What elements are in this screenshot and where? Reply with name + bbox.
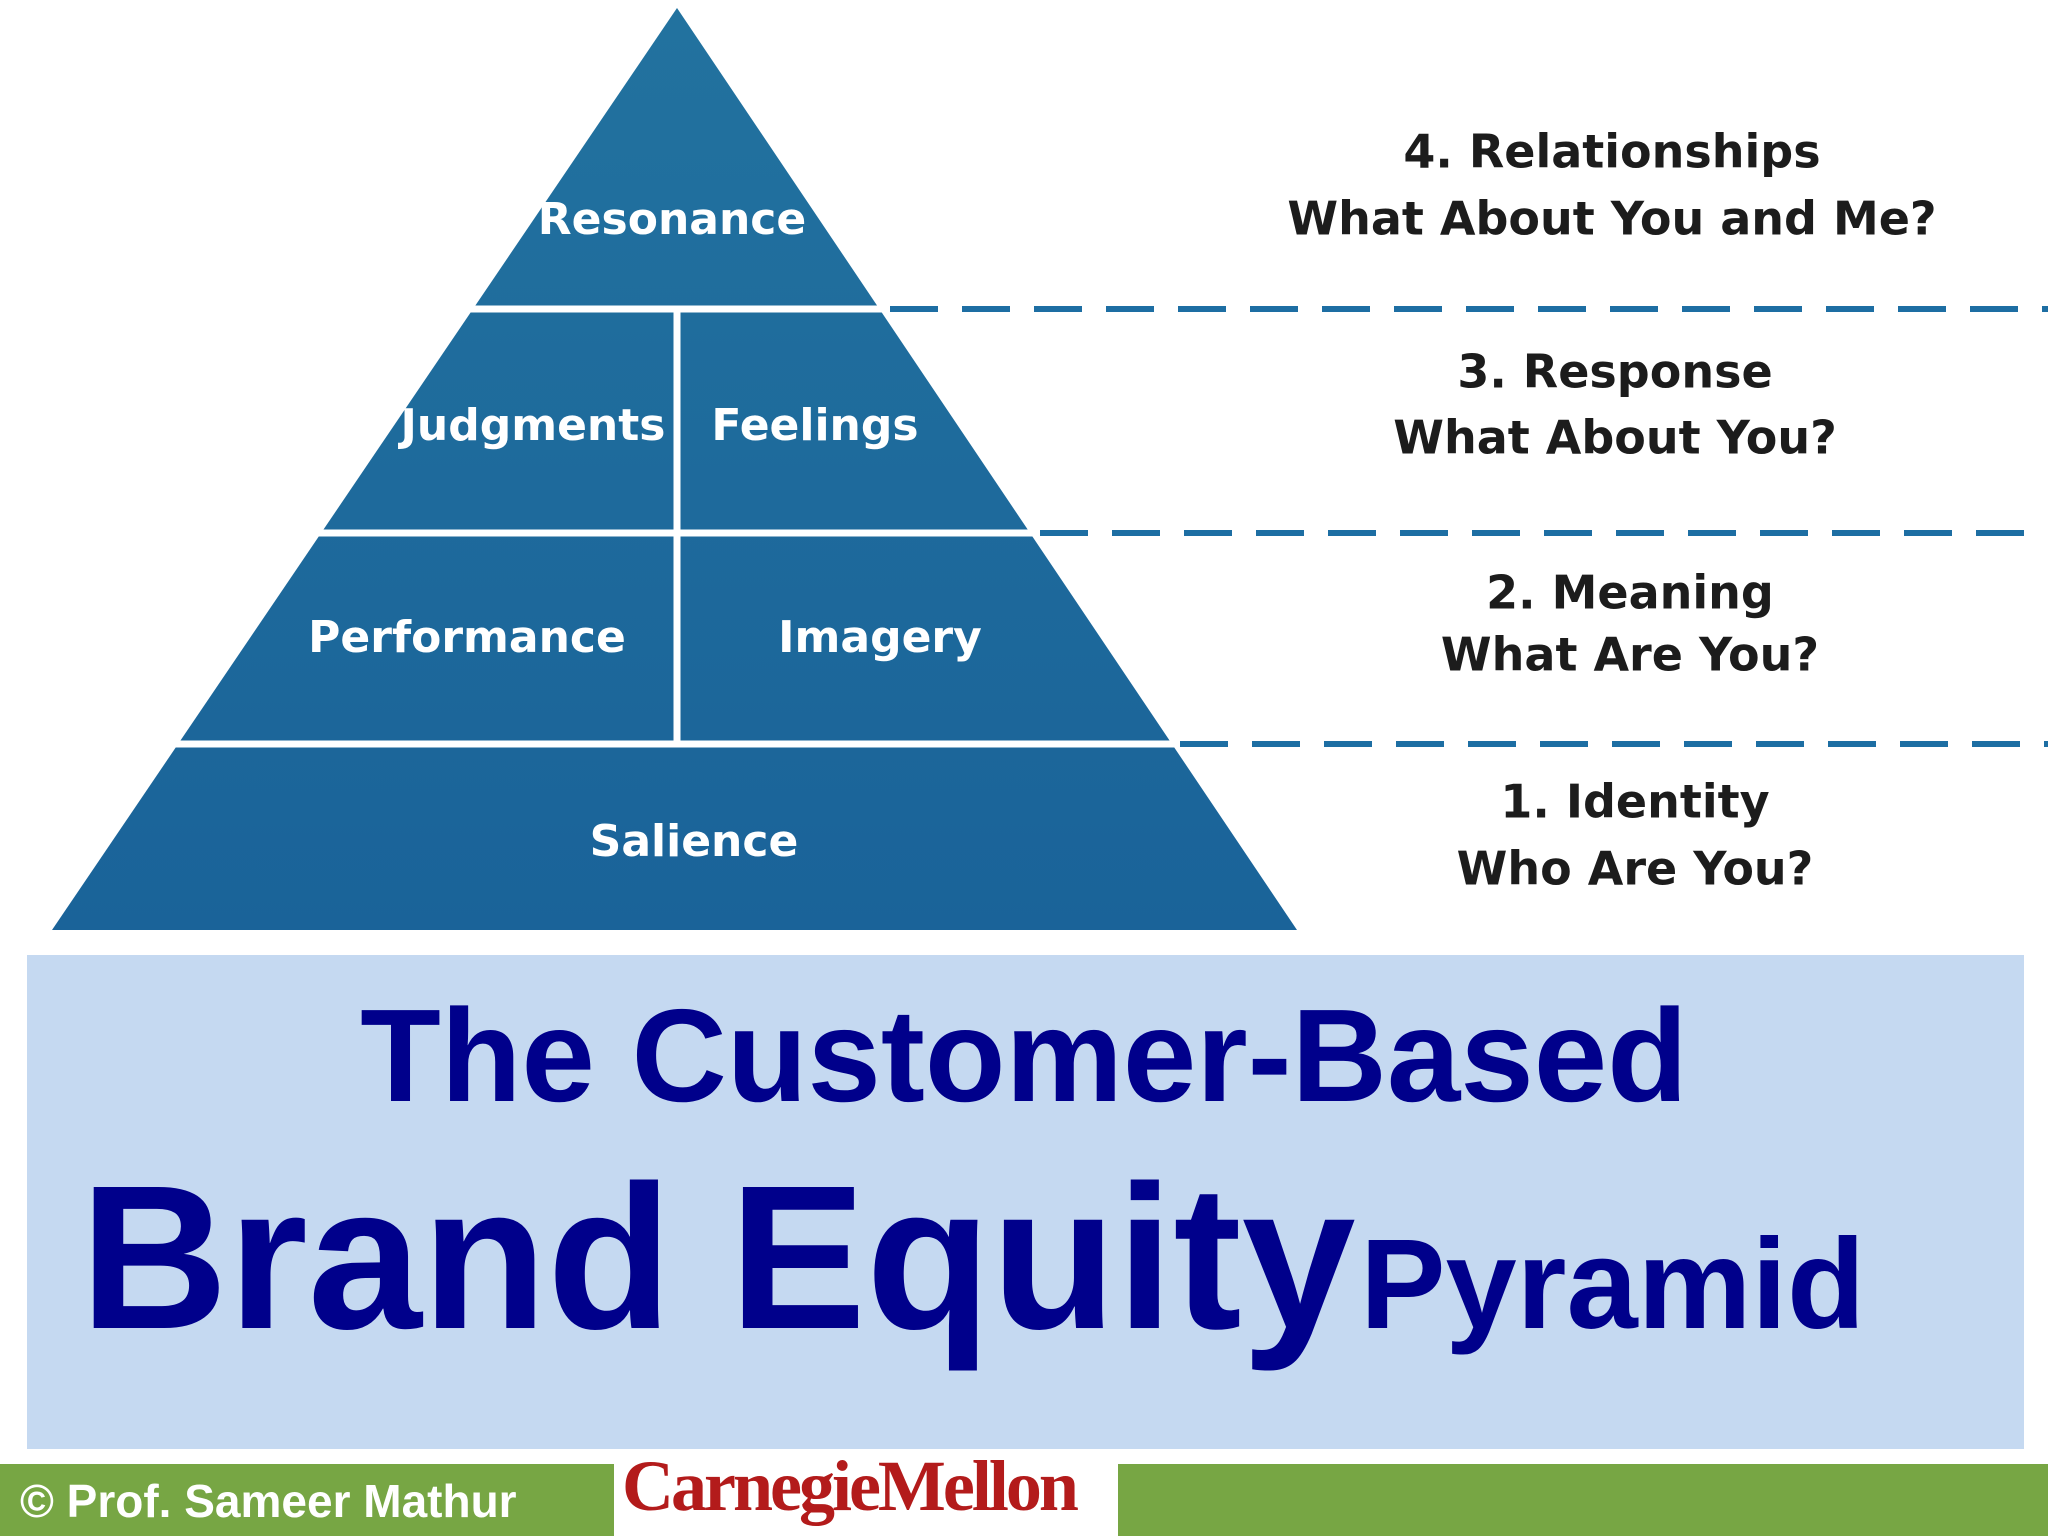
page-title-line-1: The Customer-Based (360, 982, 1688, 1129)
tier-resonance: Resonance (538, 194, 806, 245)
level-4-question: What About You and Me? (1287, 192, 1936, 246)
level-2-question: What Are You? (1441, 628, 1819, 682)
page-title-pyramid: Pyramid (1360, 1213, 1866, 1356)
level-3-heading: 3. Response (1457, 345, 1772, 399)
level-3-question: What About You? (1393, 411, 1837, 465)
brand-equity-pyramid-diagram: Resonance Judgments Feelings Performance… (52, 8, 2048, 930)
footer-credit: © Prof. Sameer Mathur (20, 1475, 517, 1527)
tier-feelings: Feelings (711, 400, 918, 451)
level-1-question: Who Are You? (1457, 842, 1814, 896)
tier-judgments: Judgments (398, 400, 666, 451)
carnegie-mellon-logo (614, 1454, 1118, 1536)
level-1-heading: 1. Identity (1500, 775, 1769, 829)
level-2-heading: 2. Meaning (1486, 566, 1774, 620)
page-title-line-2: Brand Equity Pyramid (80, 1155, 1865, 1360)
tier-performance: Performance (308, 612, 626, 663)
title-box (27, 955, 2024, 1449)
tier-salience: Salience (590, 816, 799, 867)
page-title-brand-equity: Brand Equity (80, 1143, 1356, 1372)
tier-imagery: Imagery (778, 612, 982, 663)
carnegie-mellon-logo-text: CarnegieMellon (622, 1446, 1079, 1526)
level-4-heading: 4. Relationships (1403, 125, 1820, 179)
